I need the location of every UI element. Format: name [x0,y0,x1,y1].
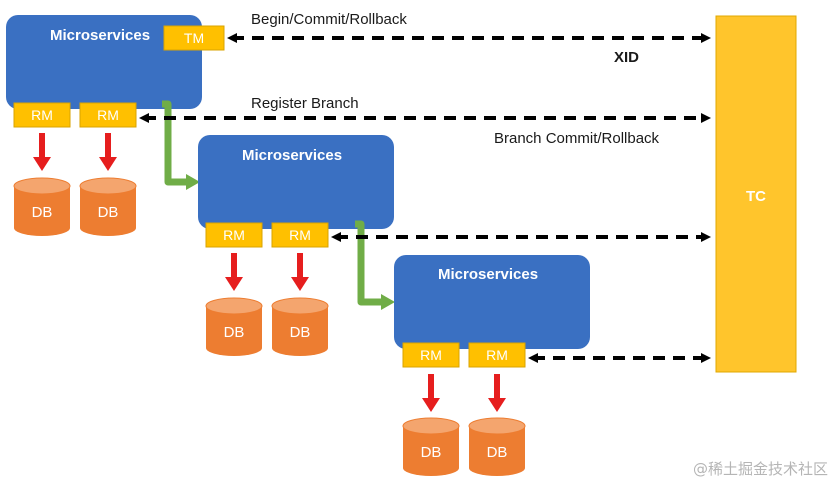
service-1-title: Microservices [50,27,150,44]
label-branch-commit-rollback: Branch Commit/Rollback [494,130,660,147]
service-3-db-label-2: DB [487,444,508,461]
service-1-box [6,15,202,109]
service-2-box [198,135,394,229]
service-1-rm-tag-2 [79,102,137,128]
service-3-box [394,255,590,349]
service-1-tm-tag [163,25,225,51]
service-3-rm-label-1: RM [420,347,442,363]
tc-box [715,15,797,373]
service-2-db-label-2: DB [290,324,311,341]
service-3-db-arrow-2 [488,374,506,412]
service-3-db-label-1: DB [421,444,442,461]
service-1-db-label-2: DB [98,204,119,221]
green-arrow-2 [355,220,383,306]
service-3-rm-label-2: RM [486,347,508,363]
service-3-db-2 [468,417,526,476]
service-1-tm-label: TM [184,30,204,46]
service-1-db-label-1: DB [32,204,53,221]
service-3-title: Microservices [438,266,538,283]
label-register-branch: Register Branch [251,95,359,112]
label-begin-commit-rollback: Begin/Commit/Rollback [251,11,407,28]
green-arrow-1 [162,100,188,186]
service-1-db-2 [79,177,137,236]
service-2-db-2 [271,297,329,356]
service-2-db-label-1: DB [224,324,245,341]
service-3-db-arrow-1 [422,374,440,412]
service-1-db-arrow-2 [99,133,117,171]
tc-label: TC [746,188,766,205]
service-1-db-arrow-1 [33,133,51,171]
service-2-rm-label-1: RM [223,227,245,243]
service-1-rm-label-2: RM [97,107,119,123]
service-2-title: Microservices [242,147,342,164]
label-xid: XID [614,49,639,66]
service-1-rm-label-1: RM [31,107,53,123]
service-1-db-1 [13,177,71,236]
service-2-db-arrow-2 [291,253,309,291]
service-2-rm-label-2: RM [289,227,311,243]
service-2-rm-tag-1 [205,222,263,248]
service-1-rm-tag-1 [13,102,71,128]
service-3-db-1 [402,417,460,476]
service-3-rm-tag-2 [468,342,526,368]
service-2-db-arrow-1 [225,253,243,291]
service-2-db-1 [205,297,263,356]
watermark: @稀土掘金技术社区 [692,460,828,478]
service-3-rm-tag-1 [402,342,460,368]
service-2-rm-tag-2 [271,222,329,248]
